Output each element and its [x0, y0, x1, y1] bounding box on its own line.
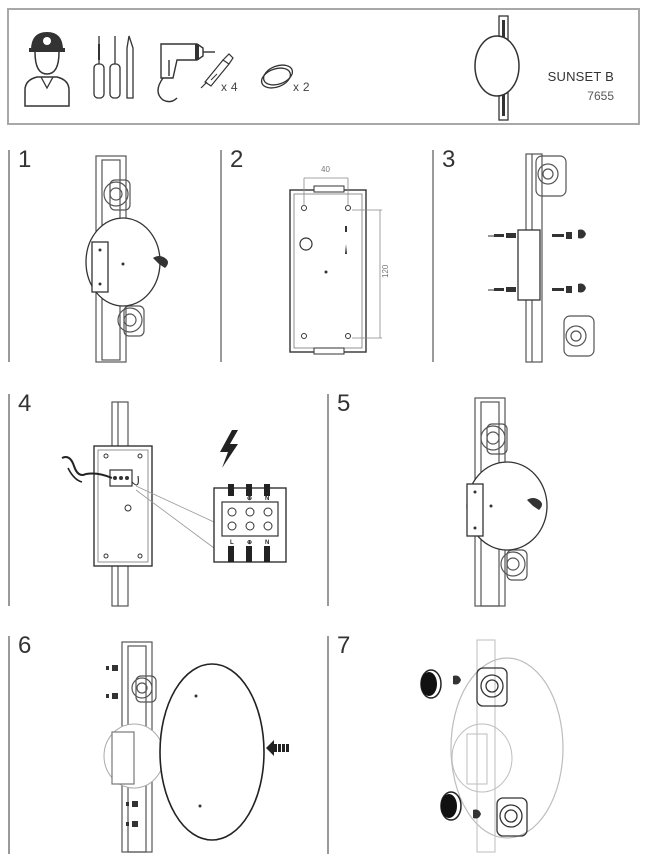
- drill-icon: [157, 43, 215, 103]
- step-number: 3: [442, 146, 456, 173]
- wall-anchor-icon: [200, 53, 234, 89]
- step-3-illustration: [488, 153, 595, 363]
- step-7-panel: 7: [327, 632, 639, 856]
- terminal-label-earth: ⊕: [247, 540, 252, 546]
- anchor-quantity: x 4: [221, 80, 238, 94]
- step-6-panel: 6: [8, 632, 320, 856]
- screw-cap-icon: [260, 64, 294, 89]
- step-1-panel: 1: [8, 146, 213, 365]
- product-name: SUNSET B: [547, 69, 614, 84]
- terminal-label-earth-top: ⊕: [247, 496, 252, 502]
- product-code: 7655: [587, 89, 614, 103]
- step-number: 1: [18, 146, 32, 173]
- step-2-mounting-plate: 40 120: [289, 165, 390, 355]
- step-divider: [8, 150, 10, 362]
- step-4-wiring-illustration: ⊕ N L ⊕ N: [61, 401, 287, 607]
- step-divider: [432, 150, 434, 362]
- step-2-panel: 2 40 120: [220, 146, 425, 365]
- installer-person-icon: [24, 32, 70, 107]
- step-number: 5: [337, 390, 351, 417]
- step-number: 4: [18, 390, 32, 417]
- lamp-product-icon: [474, 15, 520, 121]
- step-number: 7: [337, 632, 351, 659]
- step-divider: [220, 150, 222, 362]
- step-number: 2: [230, 146, 244, 173]
- step-divider: [8, 636, 10, 854]
- step-4-panel: 4 ⊕ N L ⊕ N: [8, 390, 320, 609]
- dim-width-label: 40: [321, 165, 330, 174]
- step-5-illustration: [466, 397, 548, 607]
- step-divider: [327, 636, 329, 854]
- terminal-label-n-top: N: [265, 496, 269, 502]
- terminal-label-l: L: [230, 540, 234, 546]
- step-divider: [327, 394, 329, 606]
- step-1-illustration: [85, 155, 168, 363]
- step-3-panel: 3: [432, 146, 637, 365]
- step-divider: [8, 394, 10, 606]
- terminal-label-n: N: [265, 540, 269, 546]
- step-number: 6: [18, 632, 32, 659]
- screwdriver-icon: [93, 35, 134, 99]
- cap-quantity: x 2: [293, 80, 310, 94]
- step-5-panel: 5: [327, 390, 639, 609]
- step-6-illustration: [103, 641, 289, 853]
- dim-height-label: 120: [381, 264, 390, 278]
- step-7-illustration: [420, 639, 564, 853]
- header-panel: x 4 x 2 SUNSET B 7655: [7, 8, 640, 125]
